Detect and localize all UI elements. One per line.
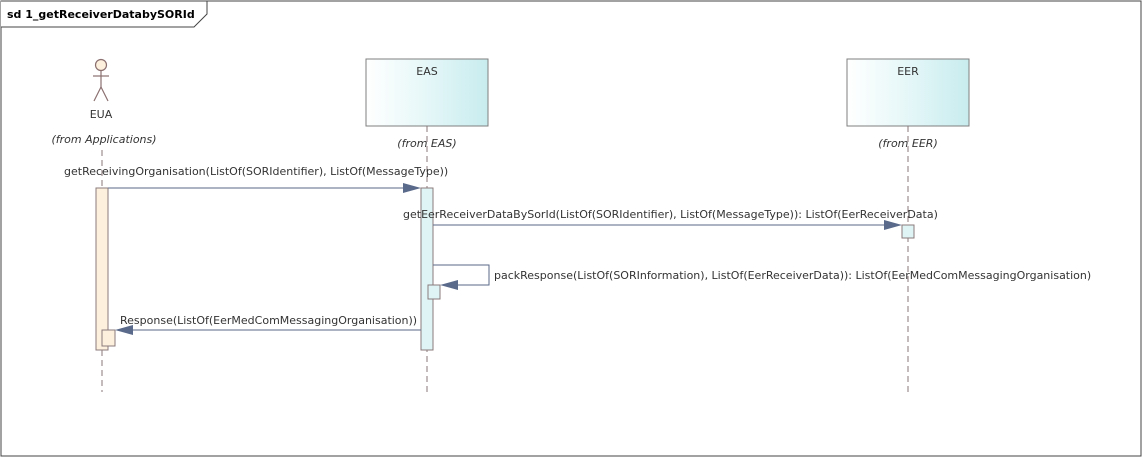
message-label: Response(ListOf(EerMedComMessagingOrgani…	[120, 314, 417, 327]
activation-bar-nested	[101, 329, 116, 347]
lifeline-stereotype: (from EER)	[878, 137, 937, 150]
lifeline-head-box	[365, 58, 489, 127]
message-m2[interactable]: getEerReceiverDataBySorId(ListOf(SORIden…	[403, 208, 938, 230]
lifeline-name: EER	[897, 65, 919, 78]
frame-title: sd 1_getReceiverDatabySORId	[7, 8, 195, 21]
lifeline-name: EUA	[90, 108, 113, 121]
actor-icon	[93, 58, 109, 102]
activation-bar-nested	[427, 284, 441, 300]
message-m3[interactable]: packResponse(ListOf(SORInformation), Lis…	[433, 264, 1091, 290]
lifeline-stereotype: (from EAS)	[397, 137, 456, 150]
lifeline-eua[interactable]: EUA (from Applications)	[51, 58, 157, 393]
message-label: packResponse(ListOf(SORInformation), Lis…	[494, 269, 1091, 282]
frame-title-tab	[1, 0, 208, 28]
lifeline-eer[interactable]: EER (from EER)	[846, 58, 970, 392]
lifeline-stereotype: (from Applications)	[51, 133, 156, 146]
lifeline-eas[interactable]: EAS (from EAS)	[365, 58, 489, 392]
activation-bar	[95, 187, 109, 351]
message-label: getReceivingOrganisation(ListOf(SORIdent…	[64, 165, 448, 178]
message-m1[interactable]: getReceivingOrganisation(ListOf(SORIdent…	[64, 165, 448, 193]
message-label: getEerReceiverDataBySorId(ListOf(SORIden…	[403, 208, 938, 221]
activation-bar	[420, 187, 434, 351]
lifeline-name: EAS	[416, 65, 437, 78]
arrowhead-icon	[403, 183, 421, 193]
message-m4[interactable]: Response(ListOf(EerMedComMessagingOrgani…	[115, 314, 421, 335]
activation-bar	[901, 224, 915, 239]
arrowhead-icon	[440, 280, 458, 290]
arrowhead-icon	[115, 325, 133, 335]
message-line	[433, 264, 490, 286]
arrowhead-icon	[884, 220, 902, 230]
